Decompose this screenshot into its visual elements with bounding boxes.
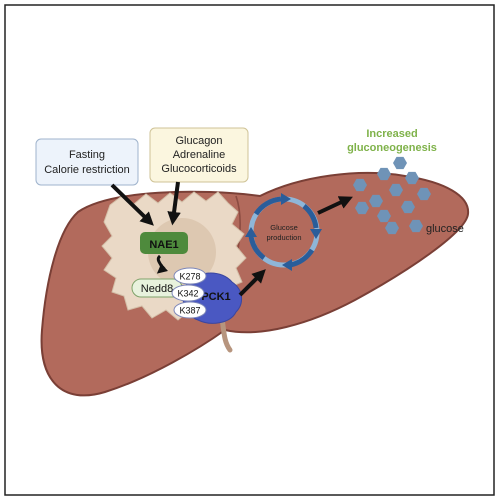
k387-site (173, 301, 207, 319)
glucose-hexagon (389, 183, 403, 197)
hormones-box (149, 127, 249, 183)
pck1-label: PCK1 (201, 291, 230, 303)
glucose-hexagon (401, 200, 415, 214)
glucose-hexagon (353, 178, 367, 192)
nae1-box (140, 232, 188, 254)
production-label: production (266, 233, 301, 242)
output-arrow (317, 196, 353, 215)
nae1-label: NAE1 (149, 239, 178, 251)
glucose-hexagon (385, 221, 399, 235)
k342-label: K342 (177, 289, 198, 299)
glucose-molecules (353, 156, 431, 235)
k342-site (171, 284, 205, 302)
fasting-label: Fasting (69, 149, 105, 161)
glucose-hexagon (405, 171, 419, 185)
glucose-molecule-label: glucose (426, 223, 464, 235)
glucose-label: Glucose (270, 223, 298, 232)
glucocorticoids-label: Glucocorticoids (161, 163, 237, 175)
gluconeogenesis-label: gluconeogenesis (347, 142, 437, 154)
glucagon-label: Glucagon (175, 135, 222, 147)
adrenaline-label: Adrenaline (173, 149, 226, 161)
neddylation-arrow (156, 254, 168, 274)
glucose-production-cycle (245, 193, 322, 271)
glucose-hexagon (393, 156, 407, 170)
pck1-to-cycle-arrow (238, 269, 266, 297)
fasting-box (35, 138, 139, 186)
glucose-hexagon (417, 187, 431, 201)
k278-site (173, 267, 207, 285)
glucose-hexagon (377, 167, 391, 181)
increased-label: Increased (366, 128, 417, 140)
nedd8-label: Nedd8 (141, 283, 173, 295)
calorie-restriction-label: Calorie restriction (44, 164, 130, 176)
glucose-hexagon (377, 209, 391, 223)
glucose-hexagon (369, 194, 383, 208)
glucose-hexagon (409, 219, 423, 233)
k278-label: K278 (179, 272, 200, 282)
glucose-hexagon (355, 201, 369, 215)
fasting-arrow (110, 183, 154, 226)
hormones-arrow (167, 181, 181, 226)
k387-label: K387 (179, 306, 200, 316)
